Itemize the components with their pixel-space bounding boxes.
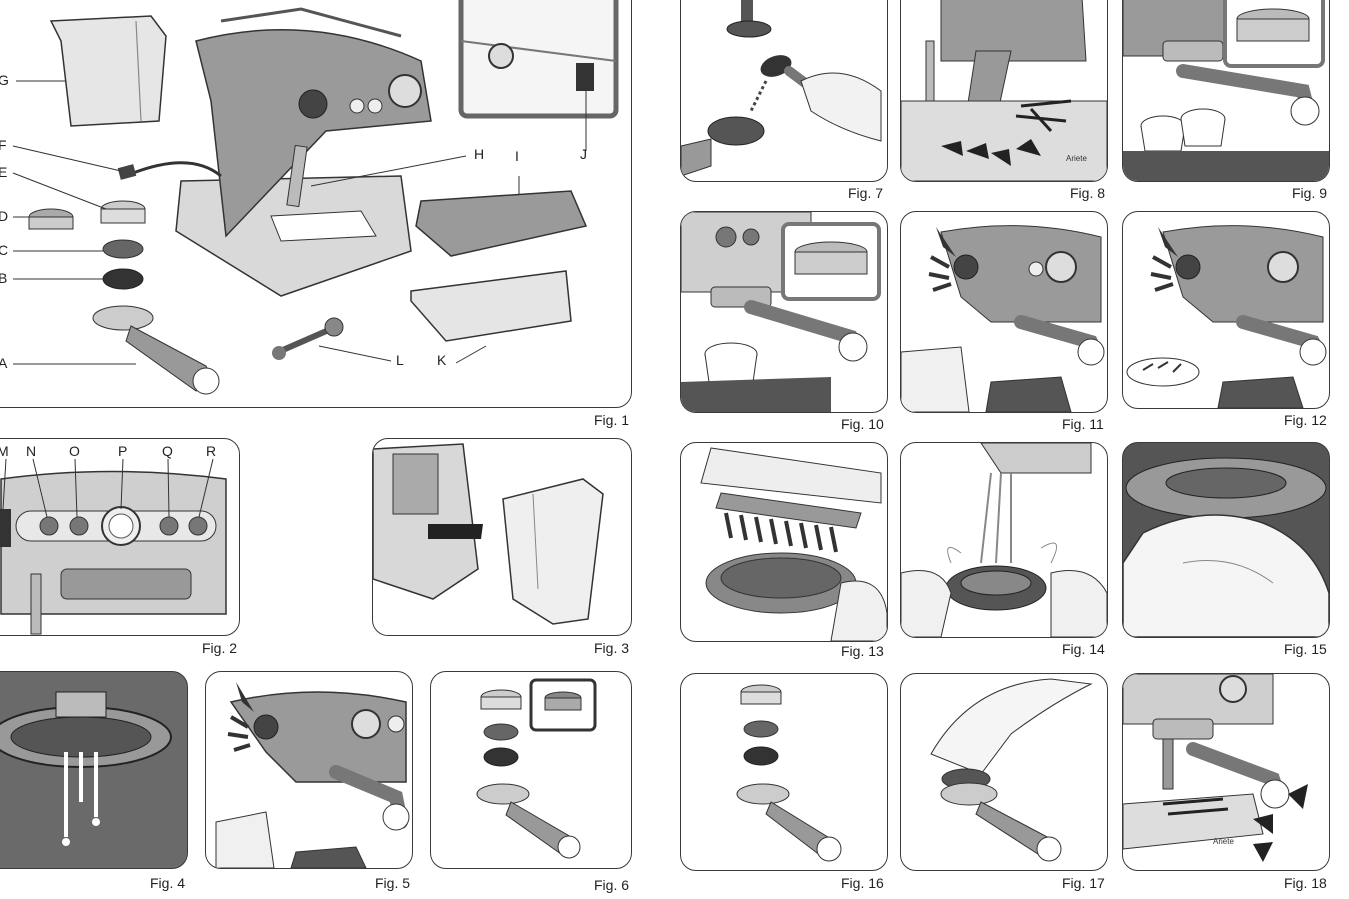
figure-15-caption: Fig. 15 xyxy=(1284,641,1327,657)
machine-exploded-illustration xyxy=(12,0,619,395)
part-label-l: L xyxy=(396,352,404,368)
figure-9-panel xyxy=(1122,0,1330,182)
figure-3-caption: Fig. 3 xyxy=(594,640,630,656)
brand-logo-text: Ariete xyxy=(1066,154,1087,163)
figure-6-panel xyxy=(430,671,632,869)
figure-16-panel xyxy=(680,673,888,871)
descaling-illustration xyxy=(0,691,172,846)
part-label-e: E xyxy=(0,164,8,180)
figure-13-panel xyxy=(680,442,888,642)
figure-4-panel xyxy=(0,671,188,869)
rinse-filter-illustration xyxy=(901,443,1107,637)
figure-12-caption: Fig. 12 xyxy=(1284,412,1327,428)
tank-removal-illustration xyxy=(373,443,604,625)
brush-cleaning-illustration xyxy=(700,447,887,641)
figure-9-caption: Fig. 9 xyxy=(1292,185,1328,201)
figure-1-panel xyxy=(0,0,632,408)
figure-15-panel xyxy=(1122,442,1330,638)
figure-2-caption: Fig. 2 xyxy=(202,640,238,656)
part-label-d: D xyxy=(0,208,9,224)
part-label-a: A xyxy=(0,355,8,371)
figure-16-caption: Fig. 16 xyxy=(841,875,884,891)
figure-12-panel xyxy=(1122,211,1330,409)
figure-14-panel xyxy=(900,442,1108,638)
figure-13-caption: Fig. 13 xyxy=(841,643,884,659)
figure-14-caption: Fig. 14 xyxy=(1062,641,1105,657)
figure-5-panel xyxy=(205,671,413,869)
cappuccino-illustration xyxy=(1126,225,1327,408)
figure-7-panel xyxy=(680,0,888,182)
filter-assembly-illustration xyxy=(476,678,597,859)
figure-10-caption: Fig. 10 xyxy=(841,416,884,432)
filter-parts-illustration xyxy=(736,684,842,862)
figure-17-panel xyxy=(900,673,1108,871)
single-cup-illustration xyxy=(681,212,881,412)
figure-4-caption: Fig. 4 xyxy=(150,875,186,891)
brand-logo-text: Ariete xyxy=(1213,837,1234,846)
wipe-shower-head-illustration xyxy=(1123,457,1329,637)
figure-18-caption: Fig. 18 xyxy=(1284,875,1327,891)
figure-1-caption: Fig. 1 xyxy=(594,412,630,428)
steam-pitcher-illustration xyxy=(215,682,410,868)
control-label-q: Q xyxy=(162,443,173,459)
figure-11-panel xyxy=(900,211,1108,413)
part-label-h: H xyxy=(474,146,485,162)
control-panel-illustration xyxy=(0,458,227,635)
figure-8-caption: Fig. 8 xyxy=(1070,185,1106,201)
figure-8-panel: Ariete xyxy=(900,0,1108,182)
figure-2-panel xyxy=(0,438,240,636)
figure-17-caption: Fig. 17 xyxy=(1062,875,1105,891)
steam-knob-illustration xyxy=(901,225,1105,412)
figure-3-panel xyxy=(372,438,632,636)
figure-7-caption: Fig. 7 xyxy=(848,185,884,201)
figure-6-caption: Fig. 6 xyxy=(594,877,630,893)
inserting-filter-holder-illustration: Ariete xyxy=(901,0,1107,181)
figure-5-caption: Fig. 5 xyxy=(375,875,411,891)
figure-18-panel: Ariete xyxy=(1122,673,1330,871)
figure-11-caption: Fig. 11 xyxy=(1062,416,1104,432)
control-label-m: M xyxy=(0,443,9,459)
part-label-g: G xyxy=(0,72,9,88)
control-label-p: P xyxy=(118,443,128,459)
control-label-o: O xyxy=(69,443,80,459)
filling-coffee-illustration xyxy=(681,0,882,177)
control-label-r: R xyxy=(206,443,217,459)
figure-10-panel xyxy=(680,211,888,413)
control-label-n: N xyxy=(26,443,37,459)
part-label-c: C xyxy=(0,242,9,258)
part-label-j: J xyxy=(580,146,587,162)
part-label-i: I xyxy=(515,148,519,164)
part-label-k: K xyxy=(437,352,447,368)
two-cups-illustration xyxy=(1123,0,1329,181)
drip-tray-removal-illustration: Ariete xyxy=(1123,674,1308,862)
part-label-f: F xyxy=(0,137,7,153)
part-label-b: B xyxy=(0,270,8,286)
insert-filter-illustration xyxy=(930,678,1093,862)
